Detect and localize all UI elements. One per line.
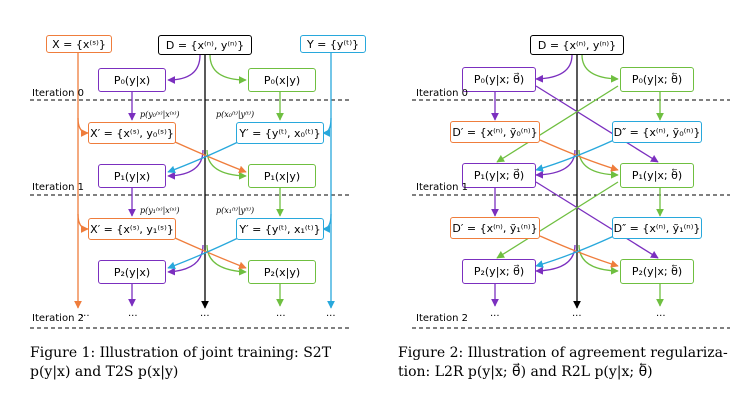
fig1-x-to-xprime0	[77, 117, 89, 137]
fig2-dprime1-box: D′ = {x⁽ⁿ⁾, ỹ₁⁽ⁿ⁾}	[450, 217, 540, 239]
fig2-p1r2l-to-p2l2r	[496, 181, 619, 259]
fig1-yprime1-box: Y′ = {y⁽ᵗ⁾, x₁⁽ᵗ⁾}	[236, 218, 324, 240]
fig1-d-to-p0yx	[167, 54, 201, 84]
fig1-dots-blue: ···	[326, 311, 336, 322]
fig1-x-to-xprime1	[77, 213, 89, 233]
fig2-p0l2r-to-p1r2l	[535, 85, 659, 163]
fig1-caption-line2: p(y|x) and T2S p(x|y)	[30, 364, 179, 380]
fig1-dots-orange: ···	[80, 311, 90, 322]
fig1-dots-center: ···	[200, 311, 210, 322]
fig2-d-parallel-box: D = {x⁽ⁿ⁾, y⁽ⁿ⁾}	[530, 35, 624, 55]
fig2-d-to-p0r2l	[581, 54, 619, 83]
fig1-dots-right: ···	[276, 311, 286, 322]
fig2-dots-left: ···	[490, 311, 500, 322]
fig1-p2-xy-box: P₂(x|y)	[248, 260, 316, 284]
fig1-yprime0-to-p1yx	[167, 141, 239, 174]
fig1-x-source-box: X = {x⁽ˢ⁾}	[46, 35, 112, 53]
fig1-y-to-yprime1	[322, 213, 332, 233]
fig2-p1l2r-to-p2r2l	[535, 181, 659, 259]
fig1-note0-left: p(y₀⁽ˢ⁾|x⁽ˢ⁾)	[140, 110, 180, 119]
fig1-separators	[30, 99, 352, 329]
fig2-p2-l2r-box: P₂(y|x; θ⃗)	[462, 259, 536, 284]
fig2-iteration2-label: Iteration 2	[416, 313, 468, 324]
fig2-d2-0-to-p1l2r	[535, 139, 615, 172]
fig1-p0-xy-box: P₀(x|y)	[248, 68, 316, 92]
fig2-d-to-p2l2r	[535, 244, 576, 275]
fig2-p2-r2l-box: P₂(y|x; θ⃖)	[620, 259, 694, 284]
fig2-d1-1-to-p2r2l	[539, 235, 619, 268]
fig2-d-to-p2r2l	[578, 244, 619, 275]
fig2-d-to-p1l2r	[535, 149, 576, 179]
fig1-dots-left: ···	[128, 311, 138, 322]
fig2-p0r2l-to-p1l2r	[496, 85, 619, 163]
fig2-iteration0-label: Iteration 0	[416, 88, 468, 99]
fig1-note0-right: p(x₀⁽ᵗ⁾|y⁽ᵗ⁾)	[216, 110, 255, 119]
fig1-note1-left: p(y₁⁽ˢ⁾|x⁽ˢ⁾)	[140, 206, 180, 215]
fig2-iteration1-label: Iteration 1	[416, 182, 468, 193]
fig1-p2-yx-box: P₂(y|x)	[98, 260, 166, 284]
fig2-dprime0-box: D′ = {x⁽ⁿ⁾, ỹ₀⁽ⁿ⁾}	[450, 121, 540, 143]
fig2-ddoubleprime0-box: D″ = {x⁽ⁿ⁾, ỹ₀⁽ⁿ⁾}	[612, 121, 702, 143]
fig1-p1-xy-box: P₁(x|y)	[248, 164, 316, 188]
fig1-yprime1-to-p2yx	[167, 237, 239, 270]
fig1-xprime1-box: X′ = {x⁽ˢ⁾, y₁⁽ˢ⁾}	[88, 218, 176, 240]
fig2-caption-line2: tion: L2R p(y|x; θ⃗) and R2L p(y|x; θ⃖)	[398, 364, 653, 380]
fig1-caption: Figure 1: Illustration of joint training…	[30, 344, 360, 382]
fig2-ddoubleprime1-box: D″ = {x⁽ⁿ⁾, ỹ₁⁽ⁿ⁾}	[612, 217, 702, 239]
fig2-p0-l2r-box: P₀(y|x; θ⃗)	[462, 67, 536, 92]
fig1-caption-line1: Figure 1: Illustration of joint training…	[30, 345, 332, 361]
fig1-xprime0-to-p1xy	[174, 141, 247, 174]
fig1-iteration0-label: Iteration 0	[32, 88, 84, 99]
fig1-xprime0-box: X′ = {x⁽ˢ⁾, y₀⁽ˢ⁾}	[88, 122, 176, 144]
fig1-xprime1-to-p2xy	[174, 237, 247, 270]
fig2-dots-right: ···	[656, 311, 666, 322]
fig1-note1-right: p(x₁⁽ᵗ⁾|y⁽ᵗ⁾)	[216, 206, 255, 215]
fig1-d-to-p1xy	[206, 149, 247, 180]
fig1-p1-yx-box: P₁(y|x)	[98, 164, 166, 188]
fig1-yprime0-box: Y′ = {y⁽ᵗ⁾, x₀⁽ᵗ⁾}	[236, 122, 324, 144]
fig1-y-to-yprime0	[322, 117, 332, 137]
fig2-p1-l2r-box: P₁(y|x; θ⃗)	[462, 163, 536, 188]
fig2-d-to-p0l2r	[535, 54, 573, 83]
fig2-separators	[412, 99, 730, 329]
fig1-iteration2-label: Iteration 2	[32, 313, 84, 324]
fig1-d-to-p2yx	[167, 244, 204, 276]
fig2-caption-line1: Figure 2: Illustration of agreement regu…	[398, 345, 728, 361]
fig1-d-parallel-box: D = {x⁽ⁿ⁾, y⁽ⁿ⁾}	[158, 35, 252, 55]
fig2-p0-r2l-box: P₀(y|x; θ⃖)	[620, 67, 694, 92]
fig2-d1-0-to-p1r2l	[539, 139, 619, 172]
fig2-p1-r2l-box: P₁(y|x; θ⃖)	[620, 163, 694, 188]
fig1-y-target-box: Y = {y⁽ᵗ⁾}	[300, 35, 366, 53]
fig2-caption: Figure 2: Illustration of agreement regu…	[398, 344, 748, 382]
fig1-iteration1-label: Iteration 1	[32, 182, 84, 193]
fig2-d-to-p1r2l	[578, 149, 619, 179]
fig1-d-to-p1yx	[167, 149, 204, 180]
fig2-d2-1-to-p2l2r	[535, 235, 615, 268]
fig1-p0-yx-box: P₀(y|x)	[98, 68, 166, 92]
fig1-d-to-p2xy	[206, 244, 247, 276]
fig1-d-to-p0xy	[209, 54, 247, 84]
fig2-dots-center: ···	[572, 311, 582, 322]
